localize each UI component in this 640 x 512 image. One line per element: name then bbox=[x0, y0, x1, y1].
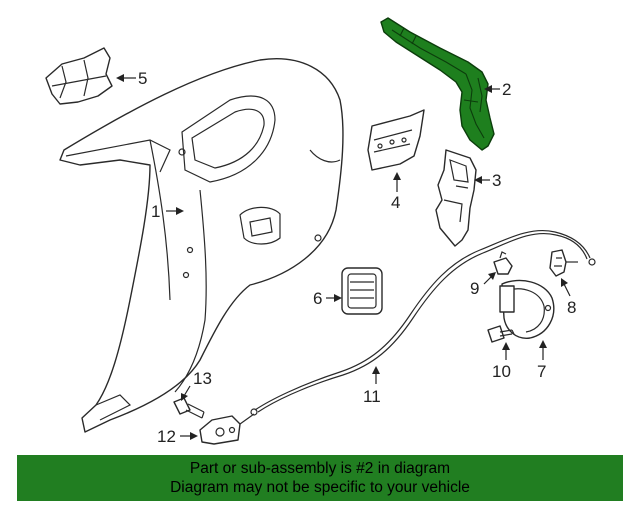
callout-label-12: 12 bbox=[157, 427, 176, 446]
callout-7: 7 bbox=[537, 340, 547, 381]
part-12-cable-handle[interactable] bbox=[199, 413, 255, 445]
callout-label-3: 3 bbox=[492, 171, 501, 190]
callout-label-11: 11 bbox=[363, 387, 381, 406]
callout-6: 6 bbox=[313, 289, 342, 308]
callout-label-1: 1 bbox=[151, 202, 160, 221]
callout-label-5: 5 bbox=[138, 69, 147, 88]
banner-line-disclaimer: Diagram may not be specific to your vehi… bbox=[170, 479, 470, 496]
callout-label-13: 13 bbox=[193, 369, 212, 388]
part-10-screw[interactable] bbox=[487, 325, 515, 343]
part-9-bumper-clip[interactable] bbox=[493, 251, 513, 275]
callout-2: 2 bbox=[484, 80, 511, 99]
callout-label-7: 7 bbox=[537, 362, 546, 381]
part-2-highlighted-bracket[interactable] bbox=[380, 17, 495, 151]
part-11-release-cable[interactable] bbox=[250, 230, 596, 416]
info-banner: Part or sub-assembly is #2 in diagram Di… bbox=[17, 455, 623, 501]
part-3-inner-bracket[interactable] bbox=[435, 149, 477, 247]
callout-label-2: 2 bbox=[502, 80, 511, 99]
part-4-reinforcement[interactable] bbox=[367, 109, 425, 171]
callout-label-8: 8 bbox=[567, 298, 576, 317]
callout-8: 8 bbox=[561, 278, 576, 317]
callout-4: 4 bbox=[391, 172, 401, 212]
part-13-bolt[interactable] bbox=[173, 397, 205, 419]
part-7-fuel-door[interactable] bbox=[499, 279, 555, 339]
part-6-vent-grille[interactable] bbox=[341, 267, 383, 315]
callout-12: 12 bbox=[157, 427, 198, 446]
callout-label-6: 6 bbox=[313, 289, 322, 308]
callout-13: 13 bbox=[181, 369, 212, 401]
callout-1: 1 bbox=[151, 202, 184, 221]
callout-3: 3 bbox=[474, 171, 501, 190]
callout-9: 9 bbox=[470, 272, 496, 298]
callout-label-4: 4 bbox=[391, 193, 400, 212]
part-1-quarter-panel[interactable] bbox=[59, 58, 344, 433]
callout-5: 5 bbox=[116, 69, 147, 88]
exploded-parts-diagram: 1 2 3 4 5 6 7 bbox=[45, 17, 596, 446]
callout-11: 11 bbox=[363, 366, 381, 406]
banner-line-part-info: Part or sub-assembly is #2 in diagram bbox=[189, 460, 451, 477]
callout-10: 10 bbox=[492, 342, 511, 381]
part-8-release-actuator[interactable] bbox=[549, 249, 578, 277]
part-5-roof-reinforcement[interactable] bbox=[45, 47, 113, 105]
callout-label-9: 9 bbox=[470, 279, 479, 298]
callout-label-10: 10 bbox=[492, 362, 511, 381]
